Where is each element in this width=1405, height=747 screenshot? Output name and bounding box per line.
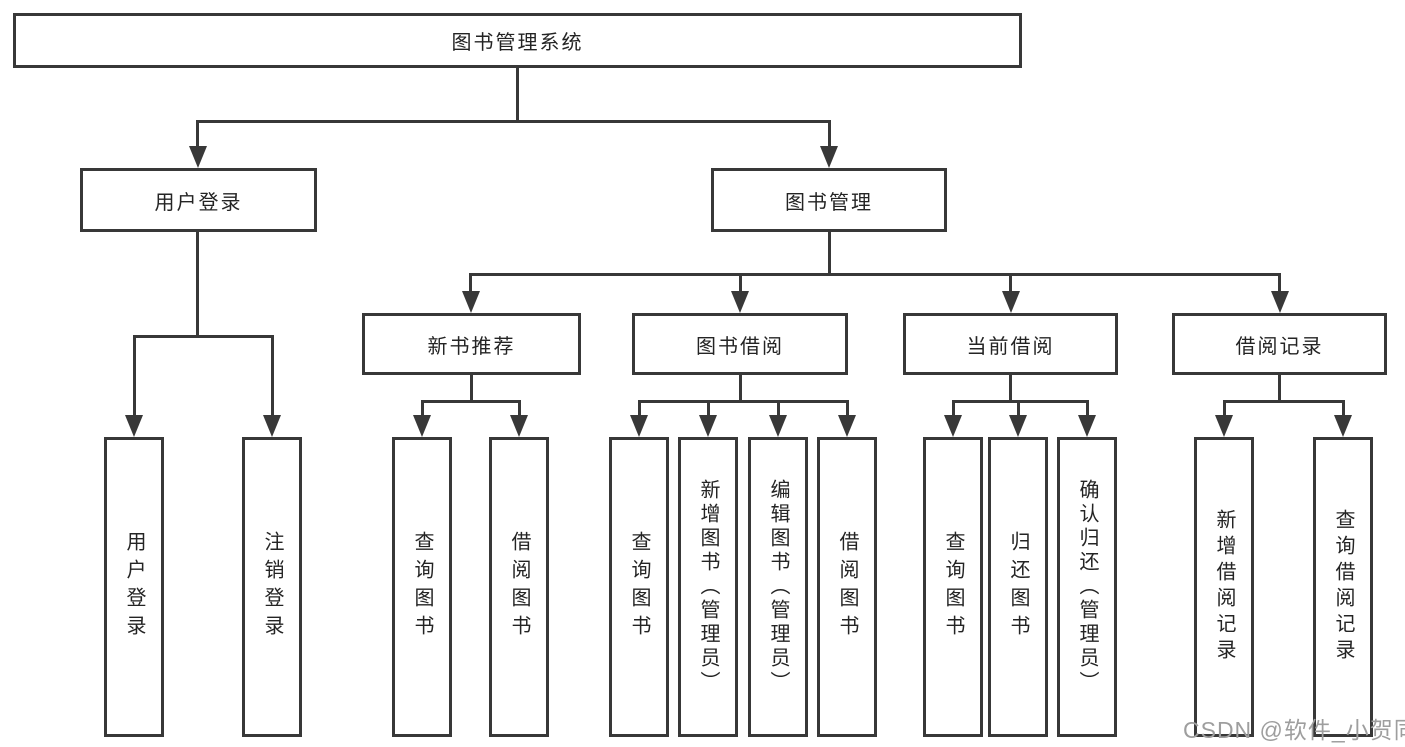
node-label: 当前借阅 bbox=[966, 335, 1055, 358]
leaf-label: 借阅图书 bbox=[836, 531, 858, 643]
connector-root-stem bbox=[516, 65, 519, 123]
leaf-label: 确认归还（管理员） bbox=[1076, 479, 1098, 695]
leaf-label: 注销登录 bbox=[261, 531, 283, 643]
leaf-search-books-current: 查询图书 bbox=[923, 437, 983, 737]
connector-new-book-hbar bbox=[420, 400, 521, 403]
node-user-login: 用户登录 bbox=[80, 168, 317, 232]
leaf-edit-book-admin: 编辑图书（管理员） bbox=[748, 437, 808, 737]
arrow-down-icon bbox=[769, 415, 787, 437]
node-label: 新书推荐 bbox=[427, 335, 516, 358]
leaf-borrow-book: 借阅图书 bbox=[817, 437, 877, 737]
node-book-borrowing: 图书借阅 bbox=[632, 313, 848, 375]
arrow-down-icon bbox=[413, 415, 431, 437]
connector-drop-borrow-records bbox=[1278, 273, 1281, 294]
node-label: 图书管理系统 bbox=[451, 32, 584, 54]
connector-drop bbox=[517, 400, 521, 420]
arrow-down-icon bbox=[125, 415, 143, 437]
leaf-add-borrow-record: 新增借阅记录 bbox=[1194, 437, 1254, 737]
arrow-down-icon bbox=[1009, 415, 1027, 437]
leaf-label: 新增借阅记录 bbox=[1213, 509, 1235, 665]
connector-drop-book-borrow bbox=[738, 273, 742, 294]
arrow-down-icon bbox=[1001, 291, 1020, 313]
connector-drop bbox=[1341, 400, 1345, 420]
connector-drop-book-management bbox=[828, 120, 831, 150]
arrow-down-icon bbox=[1270, 291, 1289, 313]
connector-drop bbox=[1222, 400, 1226, 420]
leaf-label: 用户登录 bbox=[123, 531, 145, 643]
connector-drop bbox=[845, 400, 849, 420]
arrow-down-icon bbox=[1215, 415, 1233, 437]
arrow-down-icon bbox=[944, 415, 962, 437]
connector-current-borrow-hbar bbox=[951, 400, 1089, 403]
node-book-management: 图书管理 bbox=[711, 168, 947, 232]
node-label: 借阅记录 bbox=[1235, 335, 1324, 358]
node-label: 图书借阅 bbox=[696, 335, 784, 358]
arrow-down-icon bbox=[731, 291, 749, 313]
leaf-label: 借阅图书 bbox=[508, 531, 530, 643]
arrow-down-icon bbox=[188, 146, 207, 168]
arrow-down-icon bbox=[1334, 415, 1352, 437]
connector-user-login-stem bbox=[196, 231, 199, 338]
connector-borrow-records-stem bbox=[1278, 373, 1281, 403]
leaf-add-book-admin: 新增图书（管理员） bbox=[678, 437, 738, 737]
leaf-search-borrow-record: 查询借阅记录 bbox=[1313, 437, 1373, 737]
node-root-library-management-system: 图书管理系统 bbox=[13, 13, 1022, 68]
connector-book-borrow-hbar bbox=[637, 400, 849, 403]
connector-user-login-hbar bbox=[132, 335, 274, 338]
arrow-down-icon bbox=[699, 415, 717, 437]
connector-level3-hbar bbox=[469, 273, 1281, 276]
leaf-confirm-return-admin: 确认归还（管理员） bbox=[1057, 437, 1117, 737]
leaf-label: 查询借阅记录 bbox=[1332, 509, 1354, 665]
connector-drop bbox=[1016, 400, 1020, 420]
arrow-down-icon bbox=[263, 415, 281, 437]
connector-drop bbox=[1085, 400, 1089, 420]
connector-current-borrow-stem bbox=[1009, 373, 1012, 403]
leaf-label: 查询图书 bbox=[628, 531, 650, 643]
leaf-label: 编辑图书（管理员） bbox=[767, 479, 789, 695]
leaf-logout: 注销登录 bbox=[242, 437, 302, 737]
connector-drop-new-book bbox=[469, 273, 472, 294]
arrow-down-icon bbox=[630, 415, 648, 437]
connector-drop-user-login bbox=[196, 120, 199, 150]
connector-drop bbox=[776, 400, 780, 420]
node-borrowing-records: 借阅记录 bbox=[1172, 313, 1387, 375]
connector-drop bbox=[706, 400, 710, 420]
arrow-down-icon bbox=[838, 415, 856, 437]
leaf-label: 归还图书 bbox=[1007, 531, 1029, 643]
arrow-down-icon bbox=[510, 415, 528, 437]
connector-book-management-stem bbox=[828, 231, 831, 276]
connector-book-borrow-stem bbox=[738, 373, 742, 403]
leaf-user-login: 用户登录 bbox=[104, 437, 164, 737]
leaf-return-book: 归还图书 bbox=[988, 437, 1048, 737]
leaf-borrow-books-recommend: 借阅图书 bbox=[489, 437, 549, 737]
arrow-down-icon bbox=[1078, 415, 1096, 437]
connector-drop-leaf-logout bbox=[270, 335, 274, 420]
arrow-down-icon bbox=[461, 291, 480, 313]
leaf-label: 查询图书 bbox=[942, 531, 964, 643]
node-current-borrowing: 当前借阅 bbox=[903, 313, 1118, 375]
leaf-search-books-recommend: 查询图书 bbox=[392, 437, 452, 737]
connector-drop bbox=[637, 400, 641, 420]
connector-drop-leaf-user-login bbox=[132, 335, 136, 420]
connector-drop bbox=[420, 400, 424, 420]
leaf-label: 查询图书 bbox=[411, 531, 433, 643]
connector-level2-hbar bbox=[196, 120, 831, 123]
node-label: 用户登录 bbox=[154, 191, 243, 214]
connector-drop bbox=[951, 400, 955, 420]
connector-borrow-records-hbar bbox=[1222, 400, 1345, 403]
arrow-down-icon bbox=[820, 146, 838, 168]
connector-drop-current-borrow bbox=[1009, 273, 1012, 294]
node-label: 图书管理 bbox=[785, 191, 873, 214]
leaf-search-books-borrow: 查询图书 bbox=[609, 437, 669, 737]
node-new-book-recommend: 新书推荐 bbox=[362, 313, 581, 375]
csdn-watermark: CSDN @软件_小贺同学 bbox=[1183, 717, 1405, 743]
leaf-label: 新增图书（管理员） bbox=[697, 479, 719, 695]
connector-new-book-stem bbox=[470, 373, 473, 403]
